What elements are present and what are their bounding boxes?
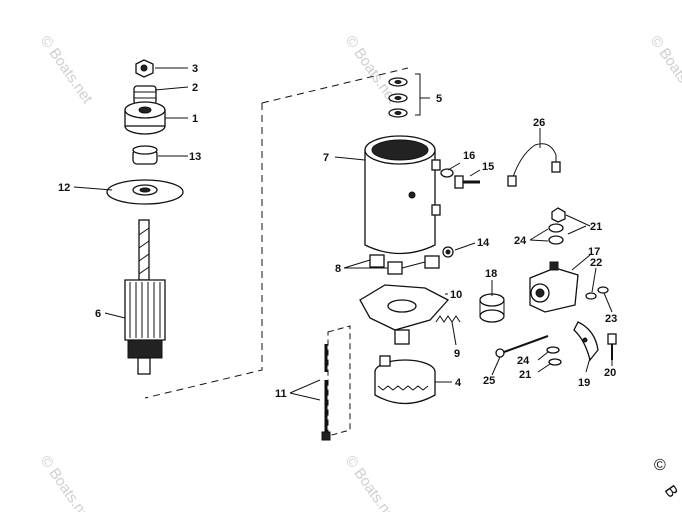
callout-18: 18 (485, 268, 497, 280)
callout-24-upper: 24 (514, 235, 527, 247)
corner-copyright: © B (654, 457, 681, 501)
callout-labels: 3 2 1 13 12 6 5 7 8 10 9 4 11 14 15 16 2… (58, 63, 617, 400)
lock-washer (440, 168, 454, 178)
copyright-symbol: © (654, 457, 666, 474)
callout-10: 10 (450, 289, 462, 301)
callout-5: 5 (436, 93, 442, 105)
callout-3: 3 (192, 63, 198, 75)
brush-leads (369, 254, 440, 275)
starter-drive-assembly (124, 101, 166, 135)
shift-lever (573, 321, 599, 362)
callout-26: 26 (533, 117, 545, 129)
assembly-dashed-line (144, 67, 409, 399)
end-cap (374, 355, 436, 405)
callout-4: 4 (455, 377, 462, 389)
callout-21-lower: 21 (519, 369, 531, 381)
terminal-nut (442, 246, 454, 258)
callout-12: 12 (58, 182, 70, 194)
watermark-top-right: © Boats.net (647, 33, 682, 108)
copyright-letter: B (661, 483, 681, 501)
through-bolts (321, 344, 331, 441)
brush-plate (359, 284, 450, 345)
solenoid-nuts (548, 207, 566, 245)
drive-nut (135, 59, 154, 78)
cap-screw (454, 175, 480, 189)
drive-bushing (132, 145, 158, 165)
callout-9: 9 (454, 348, 460, 360)
thrust-washers (388, 77, 408, 118)
watermark-bottom-center: © Boats.net (342, 453, 401, 512)
callout-24-lower: 24 (517, 355, 530, 367)
solenoid-washers (585, 286, 609, 300)
callout-13: 13 (189, 151, 201, 163)
callout-16: 16 (463, 150, 475, 162)
pivot-bolt (607, 333, 617, 360)
callout-25: 25 (483, 375, 495, 387)
leader-lines (73, 67, 613, 401)
callout-14: 14 (477, 237, 490, 249)
drive-spring (133, 85, 157, 105)
callout-23: 23 (605, 313, 617, 325)
plunger-pin (495, 335, 562, 366)
callout-8: 8 (335, 263, 341, 275)
field-frame (364, 135, 441, 255)
armature (124, 219, 166, 375)
callout-2: 2 (192, 82, 198, 94)
callout-19: 19 (578, 377, 590, 389)
callout-22: 22 (590, 257, 602, 269)
ground-cable (507, 143, 561, 187)
callout-15: 15 (482, 161, 494, 173)
head-plate (106, 179, 184, 205)
shift-lever-bushing (479, 293, 505, 323)
callout-17: 17 (588, 246, 600, 258)
brush-springs (435, 315, 461, 323)
callout-20: 20 (604, 367, 616, 379)
watermark-bottom-left: © Boats.net (37, 453, 96, 512)
watermark-top-left: © Boats.net (37, 33, 96, 108)
callout-6: 6 (95, 308, 101, 320)
callout-7: 7 (323, 152, 329, 164)
callout-21-upper: 21 (590, 221, 602, 233)
bolt-dashed-frame (327, 325, 351, 437)
callout-1: 1 (192, 113, 198, 125)
callout-11: 11 (275, 388, 287, 400)
solenoid-assembly (529, 261, 579, 313)
